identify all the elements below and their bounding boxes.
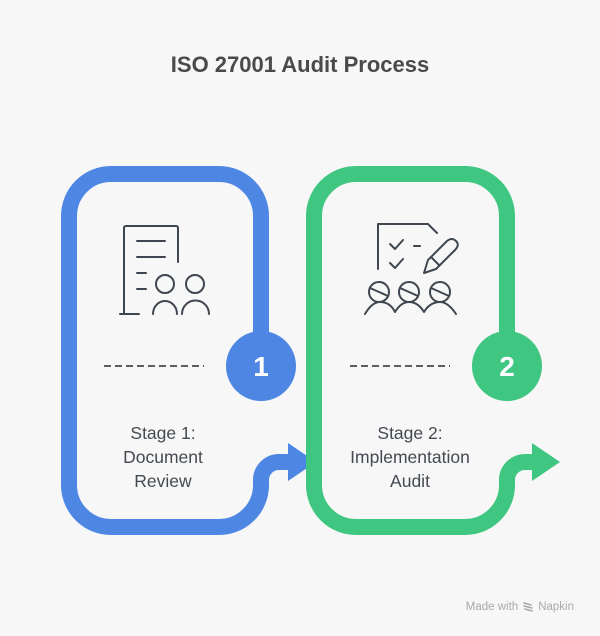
stage-2-label: Stage 2: Implementation Audit xyxy=(310,421,510,493)
stage-2-badge xyxy=(472,331,542,401)
stage-1-label-line2: Document xyxy=(123,447,203,467)
document-with-people-icon xyxy=(119,225,210,315)
stage-1-badge xyxy=(226,331,296,401)
stage-2-loop xyxy=(306,166,536,535)
stage-2-label-line1: Stage 2: xyxy=(377,423,443,443)
stage-1-label-line1: Stage 1: xyxy=(130,423,196,443)
watermark-brand: Napkin xyxy=(538,601,574,613)
stage-2-arrow-head xyxy=(532,443,560,481)
page-title: ISO 27001 Audit Process xyxy=(170,52,430,77)
stage-1-label: Stage 1: Document Review xyxy=(63,421,263,493)
napkin-logo-icon xyxy=(523,602,533,612)
stage-1-arrow-head xyxy=(288,443,316,481)
stage-2-label-line2: Implementation xyxy=(350,447,470,467)
watermark-prefix: Made with xyxy=(465,601,519,613)
checklist-pencil-group-icon xyxy=(364,223,459,315)
stage-1-loop xyxy=(61,166,292,535)
stage-1-label-line3: Review xyxy=(134,471,192,491)
stage-2-number: 2 xyxy=(499,351,515,382)
stage-2-label-line3: Audit xyxy=(390,471,430,491)
made-with-napkin-watermark[interactable]: Made with Napkin xyxy=(466,601,574,613)
stage-1-number: 1 xyxy=(253,351,269,382)
